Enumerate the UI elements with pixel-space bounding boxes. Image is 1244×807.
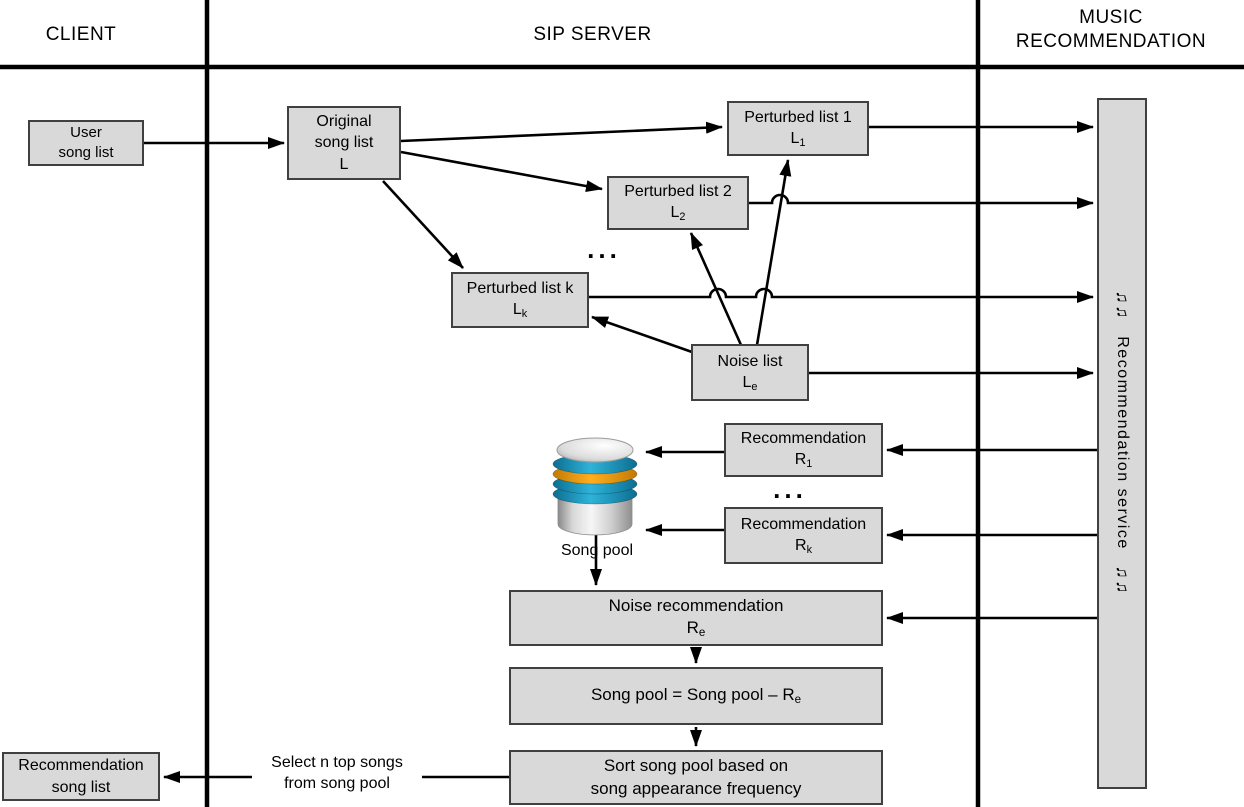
song-pool-database-icon [552, 437, 638, 536]
node-song-pool-update: Song pool = Song pool – Re [509, 667, 883, 725]
node-sort-song-pool: Sort song pool based on song appearance … [509, 750, 883, 805]
node-recommendation-1: Recommendation R1 [724, 423, 883, 477]
lane-header-client: CLIENT [45, 24, 117, 45]
select-top-songs-label: Select n top songs from song pool [252, 753, 422, 795]
node-symbol: R1 [794, 451, 813, 471]
lane-header-music-recommendation: MUSIC RECOMMENDATION [1015, 7, 1207, 52]
node-title: Perturbed list k [466, 280, 574, 298]
node-recommendation-k: Recommendation Rk [724, 507, 883, 564]
music-notes-icon: ♫♫ [1113, 565, 1132, 596]
arrow-perturbed2-to-service [749, 193, 1094, 209]
node-symbol: L2 [670, 204, 686, 224]
node-symbol: Le [742, 373, 758, 393]
node-perturbed-list-1: Perturbed list 1 L1 [727, 101, 869, 156]
node-original-song-list: Original song list L [287, 106, 401, 180]
arrow-noise-to-perturbed1 [755, 159, 792, 346]
arrow-original-to-perturbed2 [400, 150, 603, 193]
arrow-noise-to-perturbedk [591, 315, 693, 354]
node-symbol: Rk [795, 536, 812, 556]
song-pool-label: Song pool [560, 542, 634, 559]
node-title: Noise list [717, 352, 783, 370]
node-noise-list: Noise list Le [691, 344, 809, 401]
node-recommendation-song-list: Recommendation song list [2, 752, 160, 801]
arrow-original-to-perturbed1 [400, 121, 723, 143]
node-title: Noise recommendation [608, 595, 784, 615]
ellipsis-perturbed-lists: ... [587, 234, 621, 264]
recommendation-service-label: ♫♫ Recommendation service ♫♫ [1111, 103, 1133, 783]
node-noise-recommendation: Noise recommendation Re [509, 590, 883, 646]
node-title: Perturbed list 2 [624, 183, 732, 201]
node-symbol: Re [686, 617, 706, 640]
node-title: Perturbed list 1 [744, 108, 852, 126]
arrow-original-to-perturbedk [382, 180, 464, 269]
ellipsis-recommendations: ... [773, 474, 807, 504]
node-formula: Song pool = Song pool – Re [590, 684, 802, 706]
node-symbol: Lk [512, 301, 528, 321]
node-symbol: L1 [790, 129, 806, 149]
node-title: Recommendation [740, 430, 867, 448]
service-label-text: Recommendation service [1114, 336, 1131, 550]
node-recommendation-service [1097, 98, 1147, 789]
node-user-song-list: User song list [28, 120, 144, 166]
lane-header-sip-server: SIP SERVER [533, 24, 652, 45]
node-title: Recommendation [740, 515, 867, 533]
arrow-perturbedk-to-service [589, 287, 1094, 303]
node-perturbed-list-k: Perturbed list k Lk [451, 272, 589, 328]
music-notes-icon: ♫♫ [1113, 290, 1132, 321]
node-perturbed-list-2: Perturbed list 2 L2 [607, 176, 749, 230]
